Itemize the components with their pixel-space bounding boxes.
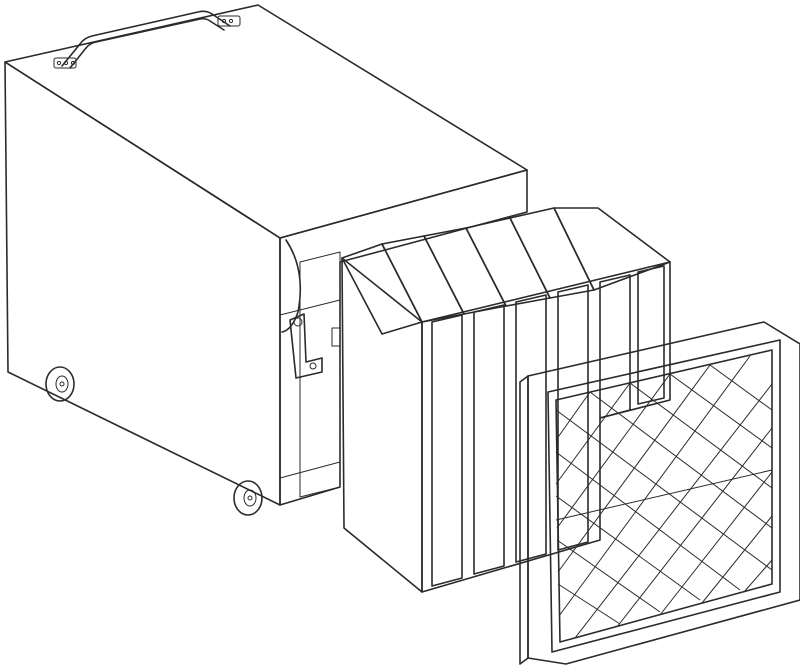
panel-prefilter bbox=[519, 321, 800, 665]
carry-handle bbox=[53, 10, 241, 69]
bag-body bbox=[341, 257, 423, 593]
prefilter-media bbox=[555, 349, 773, 643]
prefilter-frame bbox=[527, 321, 800, 665]
air-cleaner-cabinet bbox=[4, 4, 528, 516]
caster-rear bbox=[45, 366, 75, 402]
bag-filter bbox=[341, 207, 671, 593]
caster-front bbox=[233, 480, 263, 516]
latch-bracket bbox=[289, 313, 341, 379]
cabinet-opening bbox=[299, 251, 341, 498]
prefilter-face bbox=[547, 339, 781, 653]
bag-pockets bbox=[341, 207, 671, 335]
bag-openings bbox=[431, 265, 665, 587]
cabinet-front bbox=[279, 169, 528, 506]
fan-shroud bbox=[281, 239, 302, 333]
prefilter-edge bbox=[519, 375, 529, 665]
prefilter-pleat-grid bbox=[555, 355, 773, 639]
cabinet-side bbox=[4, 61, 281, 506]
